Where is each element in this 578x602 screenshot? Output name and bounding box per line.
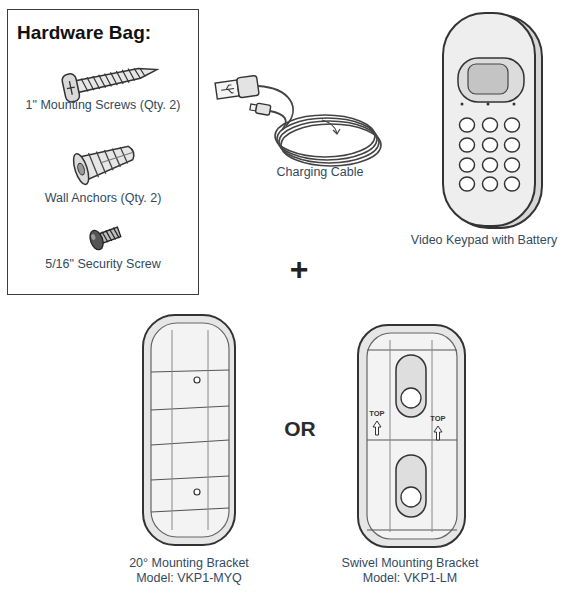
charging-cable-part-part <box>255 103 271 115</box>
video-keypad-part <box>460 158 475 172</box>
angled-bracket-part <box>194 377 200 383</box>
security-screw-part <box>87 229 105 252</box>
swivel-bracket-part <box>401 487 421 507</box>
angled-bracket <box>143 315 235 545</box>
swivel-bracket <box>358 325 465 547</box>
mounting-screw <box>61 56 160 103</box>
video-keypad-part <box>483 177 498 191</box>
angled-bracket-part <box>151 370 229 512</box>
bracket-label: 20° Mounting Bracket Model: VKP1-MYQ <box>114 556 264 586</box>
video-keypad-part <box>460 177 475 191</box>
angled-bracket-part <box>172 330 208 530</box>
hardware-bag-box: Hardware Bag: 1" Mounting Screws (Qty. 2)… <box>7 9 199 295</box>
charging-cable <box>215 75 381 166</box>
video-keypad-part <box>443 13 535 226</box>
charging-cable-part <box>270 111 286 130</box>
video-keypad-part <box>487 103 490 106</box>
security-screw-part <box>90 234 96 241</box>
swivel-bracket-part <box>373 421 381 435</box>
charging-cable-part <box>333 129 340 134</box>
video-keypad-part <box>505 158 520 172</box>
mounting-screw-part <box>65 80 76 95</box>
wall-anchor-part <box>100 152 132 163</box>
angled-bracket-part <box>194 489 200 495</box>
charging-cable-part-part <box>221 85 235 95</box>
swivel-bracket-part <box>434 426 442 440</box>
part-label: 5/16" Security Screw <box>8 257 198 272</box>
video-keypad <box>443 13 542 228</box>
orientation-mark: TOP <box>364 409 390 418</box>
video-keypad-part <box>460 118 475 132</box>
mounting-screw-part <box>75 64 158 93</box>
video-keypad-part <box>505 177 520 191</box>
swivel-bracket-part <box>396 455 426 517</box>
security-screw <box>87 222 122 251</box>
choice-word: OR <box>270 418 330 439</box>
part-label: Wall Anchors (Qty. 2) <box>8 191 198 206</box>
part-label: Video Keypad with Battery <box>394 233 574 248</box>
charging-cable-part <box>275 115 375 157</box>
video-keypad-part <box>460 138 475 152</box>
part-label: Charging Cable <box>255 165 385 180</box>
charging-cable-part <box>215 75 259 101</box>
plus-sign: + <box>279 253 319 285</box>
swivel-bracket-part <box>367 350 457 530</box>
video-keypad-part <box>458 58 524 102</box>
charging-cable-part <box>279 121 379 163</box>
swivel-bracket-part <box>358 325 465 547</box>
swivel-bracket-part <box>401 388 421 408</box>
orientation-mark: TOP <box>425 414 451 423</box>
box-heading: Hardware Bag: <box>17 22 189 45</box>
angled-bracket-part <box>151 323 229 537</box>
charging-cable-part-part <box>237 75 260 98</box>
charging-cable-part-part <box>215 80 239 99</box>
charging-cable-part <box>249 102 270 115</box>
video-keypad-part <box>461 103 464 106</box>
part-label: 1" Mounting Screws (Qty. 2) <box>8 98 198 113</box>
wall-anchor <box>70 137 138 186</box>
wall-anchor-part <box>70 152 91 186</box>
video-keypad-part <box>505 118 520 132</box>
angled-bracket-part <box>143 315 235 545</box>
wall-anchor-part <box>76 162 85 175</box>
swivel-bracket-part <box>367 333 457 539</box>
swivel-bracket-part <box>390 340 432 532</box>
video-keypad-part <box>505 138 520 152</box>
video-keypad-part <box>483 158 498 172</box>
security-screw-part <box>102 227 119 243</box>
bracket-label: Swivel Mounting Bracket Model: VKP1-LM <box>325 556 495 586</box>
video-keypad-part <box>483 118 498 132</box>
mounting-screw-part <box>81 65 146 92</box>
video-keypad-part <box>468 64 508 94</box>
video-keypad-part <box>483 138 498 152</box>
swivel-bracket-part <box>396 355 426 417</box>
video-keypad-part <box>513 103 516 106</box>
charging-cable-part <box>281 124 381 166</box>
